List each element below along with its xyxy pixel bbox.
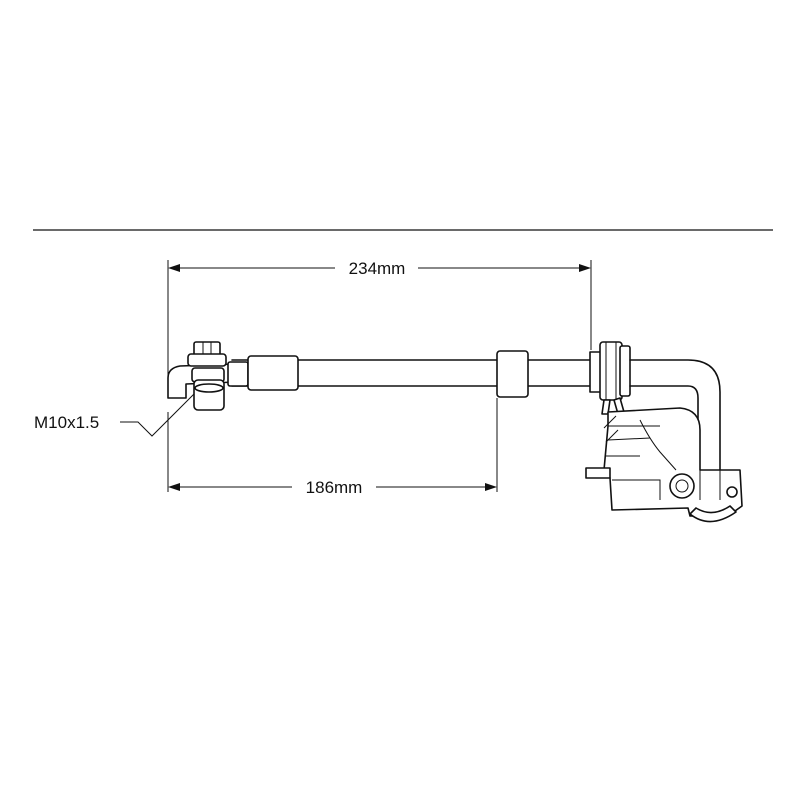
arrowhead-right <box>579 264 591 272</box>
thread-callout: M10x1.5 <box>34 391 197 437</box>
arrowhead-left <box>168 264 180 272</box>
thread-size-label: M10x1.5 <box>34 413 99 432</box>
brake-line-tube <box>629 359 721 471</box>
banjo-fitting <box>167 341 249 411</box>
bleeder-bolt <box>669 473 695 499</box>
hose-length-label: 186mm <box>306 478 363 497</box>
thread-leader-line <box>120 391 197 437</box>
arrowhead-hose-left <box>168 483 180 491</box>
arrowhead-hose-right <box>485 483 497 491</box>
overall-length-label: 234mm <box>349 259 406 278</box>
dimension-hose-length: 186mm <box>167 398 498 497</box>
hose-clamp <box>496 350 529 398</box>
caliper-bracket <box>585 407 743 523</box>
dimension-overall-length: 234mm <box>167 259 592 398</box>
crimp-sleeve-left <box>247 355 299 391</box>
right-end-fitting <box>589 341 631 415</box>
